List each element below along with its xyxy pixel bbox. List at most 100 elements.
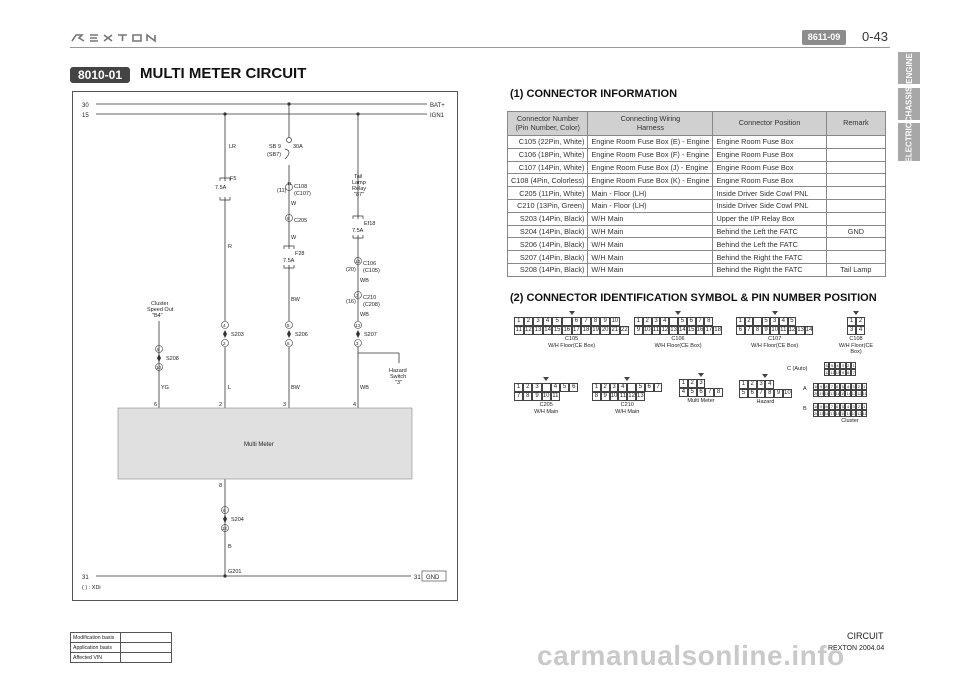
pin-cell: 7 [851, 369, 857, 376]
column-header-line: (Pin Number, Color) [515, 122, 580, 132]
table-row: Application basis [70, 642, 172, 653]
circuit-diagram: 30 BAT+ 15 IGN1 31 31 GND ( ) : XDi LR F… [72, 91, 458, 601]
s208-label: S208 [166, 356, 179, 362]
pin-cell: 6 [736, 326, 745, 335]
connector-key-icon [624, 377, 631, 381]
table-cell: C105 (22Pin, White) [506, 135, 589, 149]
table-cell: Main - Floor (LH) [587, 198, 714, 213]
pin-cell: 1 [847, 317, 856, 326]
pin-cell: 12 [660, 326, 670, 335]
pin-cell: 6 [571, 317, 582, 326]
table-row: C108 (4Pin, Colorless)Engine Room Fuse B… [506, 173, 887, 188]
table-cell: Upper the I/P Relay Box [712, 211, 827, 226]
c210-paren: (C208) [363, 302, 380, 308]
pin-cell: 11 [861, 390, 867, 397]
c210-label: C210 [363, 295, 376, 301]
column-header-line: Connector Number [516, 113, 579, 123]
table-cell: C205 (11Pin, White) [506, 186, 589, 200]
pin-cell: 13 [850, 390, 857, 397]
pin-cell: 17 [571, 326, 582, 335]
pin-cell: 8 [823, 403, 830, 410]
gnd-box [421, 570, 447, 582]
mm-pin-3: 3 [283, 402, 286, 408]
sb9-value: 30A [293, 144, 303, 150]
info-label: Modification basis [70, 632, 121, 643]
connector-key-icon [543, 377, 550, 381]
s207-top-pin: 13 [355, 323, 361, 328]
connector-name: Hazard [756, 399, 775, 405]
pin-cell: 12 [787, 326, 797, 335]
pin-cell: 4 [679, 388, 688, 397]
ef18-label: Ef18 [364, 221, 375, 227]
side-tab-electric[interactable]: ELECTRIC [898, 122, 920, 162]
pin-cell [753, 317, 762, 326]
pin-cell: 14 [845, 390, 851, 397]
pin-cell: 1 [739, 380, 748, 389]
side-tab-engine-label: ENGINE [904, 52, 914, 84]
connector-location: W/H Floor(CE Box) [751, 342, 799, 349]
column-header-line: Connecting Wiring [620, 113, 681, 123]
pin-cell: 8 [753, 326, 762, 335]
pin-cell: 4 [845, 403, 851, 410]
pin-cell: 9 [840, 369, 846, 376]
connector-name: C107 [768, 336, 782, 342]
connector-name: Multi Meter [687, 398, 715, 404]
side-tab-chassis[interactable]: CHASSIS [898, 86, 920, 122]
pin-cell: 5 [829, 362, 835, 369]
wire-l-label: L [228, 385, 231, 391]
side-tab-chassis-label: CHASSIS [904, 86, 914, 122]
table-cell [825, 160, 887, 175]
table-row: C107 (14Pin, White)Engine Room Fuse Box … [506, 160, 887, 175]
table-cell: Engine Room Fuse Box [712, 173, 827, 188]
connector-location: W/H Floor(CE Box) [548, 342, 596, 349]
pin-cell: 12 [824, 369, 830, 376]
pin-cell: 2 [523, 317, 534, 326]
pin-cell: 1 [679, 379, 688, 388]
table-cell [825, 186, 887, 200]
pin-cell: 9 [634, 326, 643, 335]
pin-cell: 1 [592, 383, 601, 392]
connector-location: W/H Main [615, 408, 640, 415]
connector-key-icon [771, 311, 778, 315]
mm-pin-2: 2 [219, 402, 222, 408]
c108-paren: (C107) [294, 191, 311, 197]
tail-relay-line3: Relay [352, 186, 366, 192]
side-tab-engine[interactable]: ENGINE [898, 52, 920, 84]
connector-key-icon [698, 373, 704, 377]
pin-cell: 7 [695, 317, 705, 326]
table-cell: Main - Floor (LH) [587, 186, 714, 200]
pin-cell: 14 [542, 326, 553, 335]
table-cell: W/H Main [587, 262, 714, 277]
column-header: Connector Number(Pin Number, Color) [506, 111, 589, 136]
pin-cell: 18 [713, 326, 722, 335]
s207-bottom-pin: 3 [356, 341, 359, 346]
pin-cell: 19 [818, 390, 824, 397]
column-header-line: Remark [843, 118, 869, 128]
pin-cell: 3 [651, 317, 661, 326]
pin-cell: 1 [861, 403, 867, 410]
pin-cell: 3 [532, 383, 542, 392]
pin-cell: 5 [636, 383, 645, 392]
splice-circles [155, 183, 362, 532]
pin-cell: 6 [747, 389, 757, 398]
c106-pin-paren: (20) [346, 267, 356, 273]
pin-cell: 3 [756, 380, 766, 389]
section-title: MULTI METER CIRCUIT [140, 65, 307, 82]
multi-meter-block [117, 407, 413, 480]
pin-cell: 7 [756, 389, 766, 398]
pin-cell: 10 [834, 369, 841, 376]
table-cell [825, 173, 887, 188]
pin-cell: 7 [581, 317, 591, 326]
section-code-badge: 8010-01 [70, 67, 130, 83]
page-number: 0-43 [862, 29, 889, 44]
fuse-symbols [219, 137, 364, 269]
rail-31-right-label: 31 [414, 575, 421, 581]
connector-name: C105 [565, 336, 579, 342]
connector-key-icon [853, 311, 859, 315]
pin-cell: 5 [761, 317, 771, 326]
pin-cell: 14 [678, 326, 687, 335]
pin-cell: 5 [840, 383, 846, 390]
